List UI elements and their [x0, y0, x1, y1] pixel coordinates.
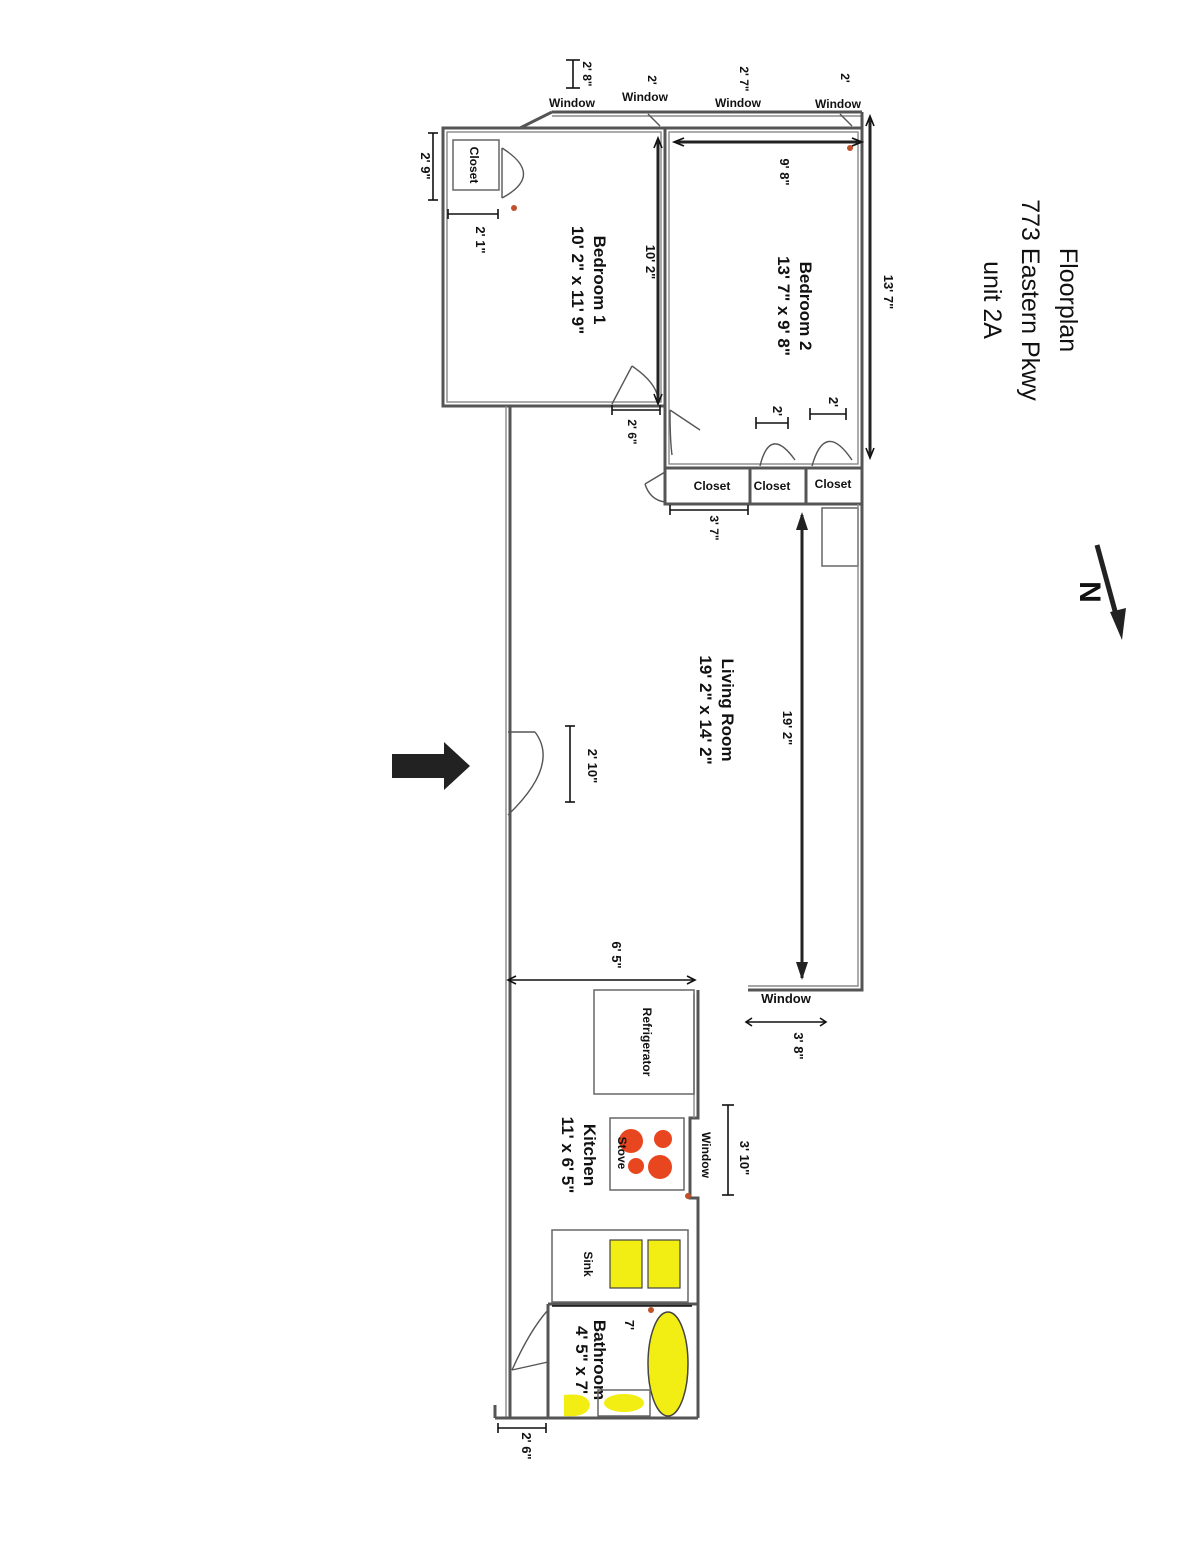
bedroom2-walls — [663, 126, 864, 470]
bedroom1-length-dim: 10' 2" — [643, 245, 658, 280]
closet-b-width-dim: 2' — [770, 406, 785, 416]
hall-closet-b-label: Closet — [754, 479, 791, 493]
pipe-icon — [511, 205, 517, 211]
bedroom1-name: Bedroom 1 — [590, 236, 609, 325]
window-w1-label: Window — [549, 96, 596, 110]
bathroom-door-dim: 2' 6" — [519, 1432, 534, 1459]
kitchen-width-dim: 6' 5" — [609, 941, 624, 968]
window-w2-dim: 2' — [645, 75, 659, 85]
bedroom1-door-dim: 2' 6" — [625, 419, 639, 444]
sink-basin-icon — [609, 1239, 643, 1289]
room-bedroom2: Bedroom 2 13' 7" x 9' 8" — [774, 256, 815, 356]
bedroom2-name: Bedroom 2 — [796, 262, 815, 351]
kitchen-size: 11' x 6' 5" — [558, 1117, 577, 1194]
window-kitchen-dim: 3' 10" — [737, 1141, 752, 1176]
window-w1-dim: 2' 8" — [580, 61, 594, 86]
title-line2: 773 Eastern Pkwy — [1016, 199, 1044, 401]
title-line1: Floorplan — [1054, 248, 1082, 352]
walls — [441, 110, 864, 1420]
pipe-icon — [847, 145, 853, 151]
window-living-dim: 3' 8" — [791, 1032, 806, 1059]
bathroom-size: 4' 5" x 7' — [572, 1326, 591, 1394]
bedroom2-length-dim: 13' 7" — [881, 275, 896, 310]
room-living: Living Room 19' 2" x 14' 2" — [696, 655, 737, 764]
living-size: 19' 2" x 14' 2" — [696, 655, 715, 764]
stove-burner-icon — [628, 1158, 644, 1174]
bedroom1-size: 10' 2" x 11' 9" — [568, 226, 587, 334]
room-bedroom1: Bedroom 1 10' 2" x 11' 9" — [568, 226, 609, 334]
refrigerator: Refrigerator — [593, 989, 695, 1095]
bath-sink-icon — [604, 1394, 644, 1412]
window-w4: Window 2' — [815, 73, 862, 111]
bedroom2-size: 13' 7" x 9' 8" — [774, 256, 793, 356]
hall-closet-a-label: Closet — [694, 479, 731, 493]
bedroom1-closet — [452, 139, 500, 191]
north-label: N — [1073, 581, 1106, 603]
compass: N — [1073, 544, 1126, 640]
window-w4-dim: 2' — [838, 73, 852, 83]
closet1-height-dim: 2' 9" — [418, 152, 433, 179]
closet-c-width-dim: 2' — [826, 397, 841, 407]
pipe-icon — [648, 1307, 654, 1313]
hall-closets-walls — [663, 466, 864, 506]
sink-label: Sink — [581, 1251, 595, 1277]
window-w1: Window 2' 8" — [549, 59, 596, 110]
sink: Sink — [551, 1229, 689, 1303]
stove-label: Stove — [615, 1137, 629, 1170]
entry-door-dim: 2' 10" — [585, 749, 600, 784]
bathroom-name: Bathroom — [590, 1320, 609, 1400]
kitchen-name: Kitchen — [580, 1124, 599, 1186]
closet-a-width-dim: 3' 7" — [707, 515, 721, 540]
refrigerator-label: Refrigerator — [640, 1008, 654, 1077]
window-w3: Window 2' 7" — [715, 66, 762, 110]
entry-arrow-icon — [392, 742, 470, 790]
living-length-dim: 19' 2" — [780, 711, 795, 746]
room-kitchen: Kitchen 11' x 6' 5" — [558, 1117, 599, 1194]
stove-burner-icon — [619, 1129, 643, 1153]
living-name: Living Room — [718, 659, 737, 762]
dimensions: 2' 9" 2' 1" 10' 2" 9' 8" 13' 7" 2' 6" 2' — [418, 113, 896, 1460]
sink-basin-icon — [647, 1239, 681, 1289]
closet1-width-dim: 2' 1" — [473, 226, 488, 253]
title-line3: unit 2A — [978, 261, 1006, 339]
stove: Stove — [609, 1117, 685, 1191]
north-arrow-icon — [1094, 544, 1121, 623]
window-living-label: Window — [761, 991, 812, 1006]
stove-burner-icon — [654, 1130, 672, 1148]
window-w2: Window 2' — [622, 75, 669, 104]
toilet-icon — [564, 1394, 590, 1417]
bathroom-length-dim: 7' — [622, 1320, 637, 1330]
bathtub-icon — [647, 1311, 689, 1417]
east-wall — [748, 504, 864, 992]
window-w3-dim: 2' 7" — [737, 66, 751, 91]
bedroom1-closet-label: Closet — [467, 147, 481, 184]
window-w2-label: Window — [622, 90, 669, 104]
window-living: Window 3' 8" — [744, 991, 828, 1060]
hall-closet-c-label: Closet — [815, 477, 852, 491]
stove-burner-icon — [648, 1155, 672, 1179]
bathroom-fixtures — [564, 1311, 689, 1417]
pipe-icon — [685, 1193, 691, 1199]
window-w4-label: Window — [815, 97, 862, 111]
north-arrowhead-icon — [1110, 608, 1126, 640]
window-kitchen-label: Window — [699, 1132, 713, 1179]
kitchen-east-wall — [688, 990, 700, 1418]
title-block: Floorplan 773 Eastern Pkwy unit 2A — [978, 199, 1082, 401]
window-w3-label: Window — [715, 96, 762, 110]
room-bathroom: Bathroom 4' 5" x 7' — [572, 1320, 609, 1400]
window-kitchen: Window 3' 10" — [699, 1104, 752, 1196]
bedroom2-width-dim: 9' 8" — [777, 158, 792, 185]
